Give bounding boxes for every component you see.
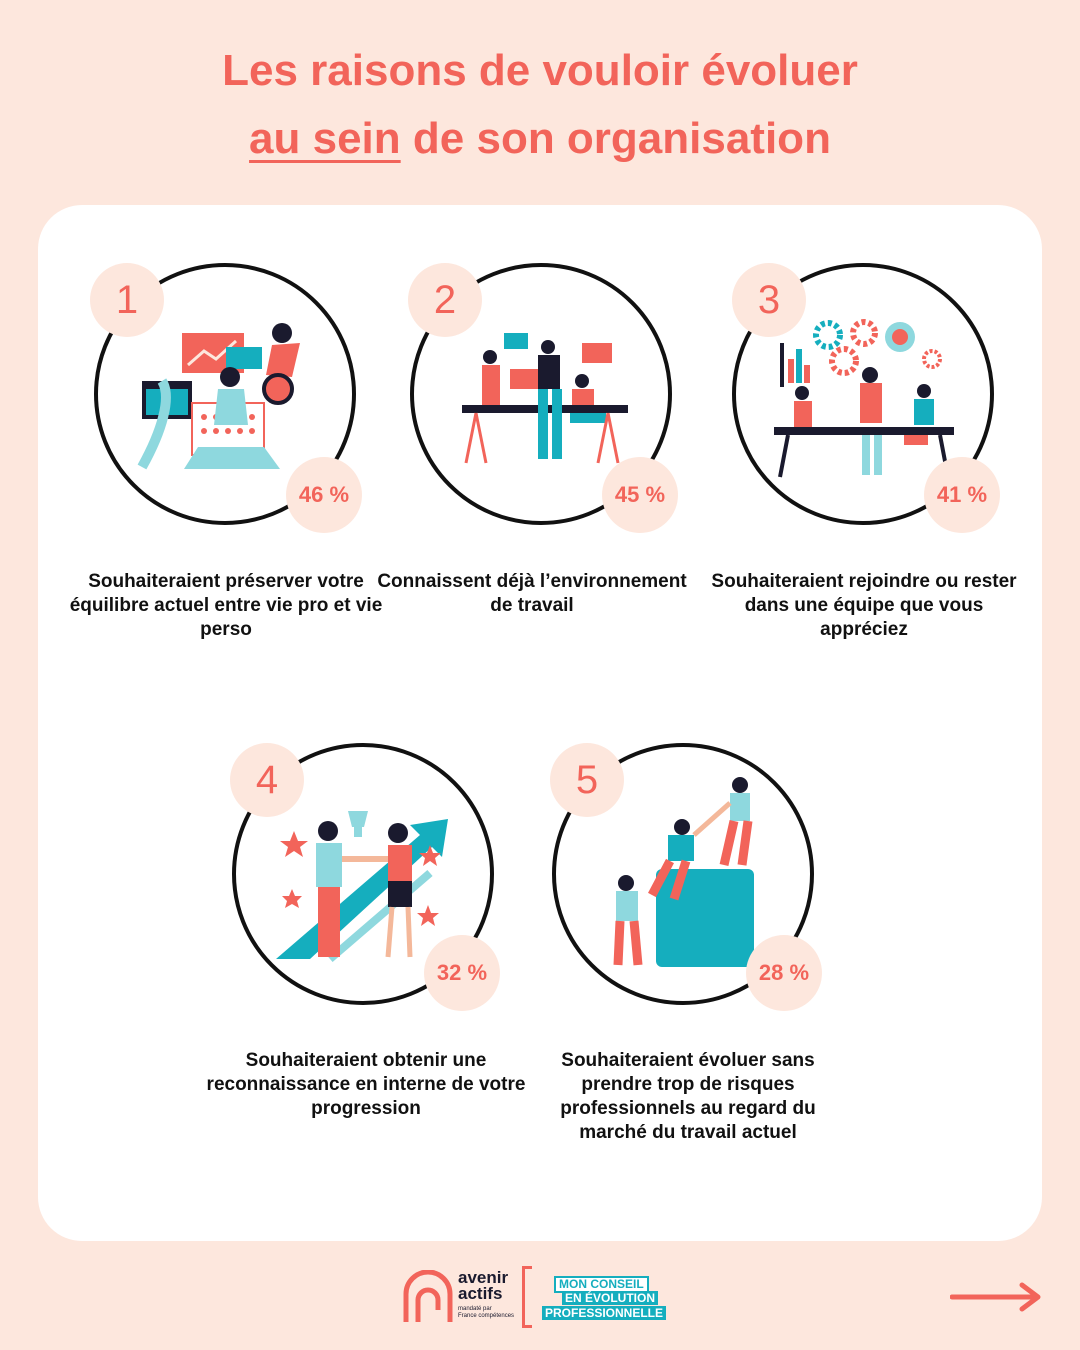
recognition-handshake-illustration — [276, 811, 448, 963]
content-card: 1 46 % Souhaiteraient préserver votre éq… — [38, 205, 1042, 1241]
avenir-actifs-logo: avenir actifs mandaté par France compéte… — [402, 1268, 532, 1330]
item-3-percent: 41 % — [924, 457, 1000, 533]
item-3-description: Souhaiteraient rejoindre ou rester dans … — [711, 571, 1017, 640]
teamwork-gears-illustration — [774, 319, 954, 478]
team-meeting-illustration — [462, 333, 628, 464]
item-5-number: 5 — [550, 743, 624, 817]
title-rest-text: de son organisation — [400, 114, 831, 163]
item-4-number: 4 — [230, 743, 304, 817]
work-life-balance-illustration — [137, 323, 300, 470]
item-4-percent: 32 % — [424, 935, 500, 1011]
item-1-percent: 46 % — [286, 457, 362, 533]
title-underlined-text: au sein — [249, 114, 401, 163]
item-1-number: 1 — [90, 263, 164, 337]
item-2-percent: 45 % — [602, 457, 678, 533]
item-2-number: 2 — [408, 263, 482, 337]
item-1-circle — [94, 263, 356, 525]
avenir-actifs-house-icon — [403, 1270, 453, 1322]
mon-conseil-badge: MON CONSEIL EN ÉVOLUTION PROFESSIONNELLE — [542, 1276, 682, 1322]
climbing-team-illustration — [613, 777, 754, 967]
item-3-number: 3 — [732, 263, 806, 337]
brand-bracket — [522, 1266, 532, 1328]
brand-sub2: France compétences — [458, 1313, 515, 1319]
badge-line2: EN ÉVOLUTION — [562, 1291, 659, 1305]
brand-line2: actifs — [458, 1284, 503, 1303]
item-4-description: Souhaiteraient obtenir une reconnaissanc… — [206, 1050, 526, 1119]
page-title-line2: au sein de son organisation — [0, 106, 1080, 172]
brand-sub1: mandaté par — [458, 1306, 492, 1312]
page-title-line1: Les raisons de vouloir évoluer — [222, 46, 858, 95]
item-5-description: Souhaiteraient évoluer sans prendre trop… — [560, 1050, 816, 1143]
badge-line3: PROFESSIONNELLE — [542, 1306, 667, 1320]
item-2-description: Connaissent déjà l’environnement de trav… — [377, 571, 687, 616]
brand-line1: avenir — [458, 1268, 509, 1287]
next-arrow-icon[interactable] — [950, 1282, 1044, 1312]
item-1-description: Souhaiteraient préserver votre équilibre… — [69, 571, 383, 640]
item-5-percent: 28 % — [746, 935, 822, 1011]
